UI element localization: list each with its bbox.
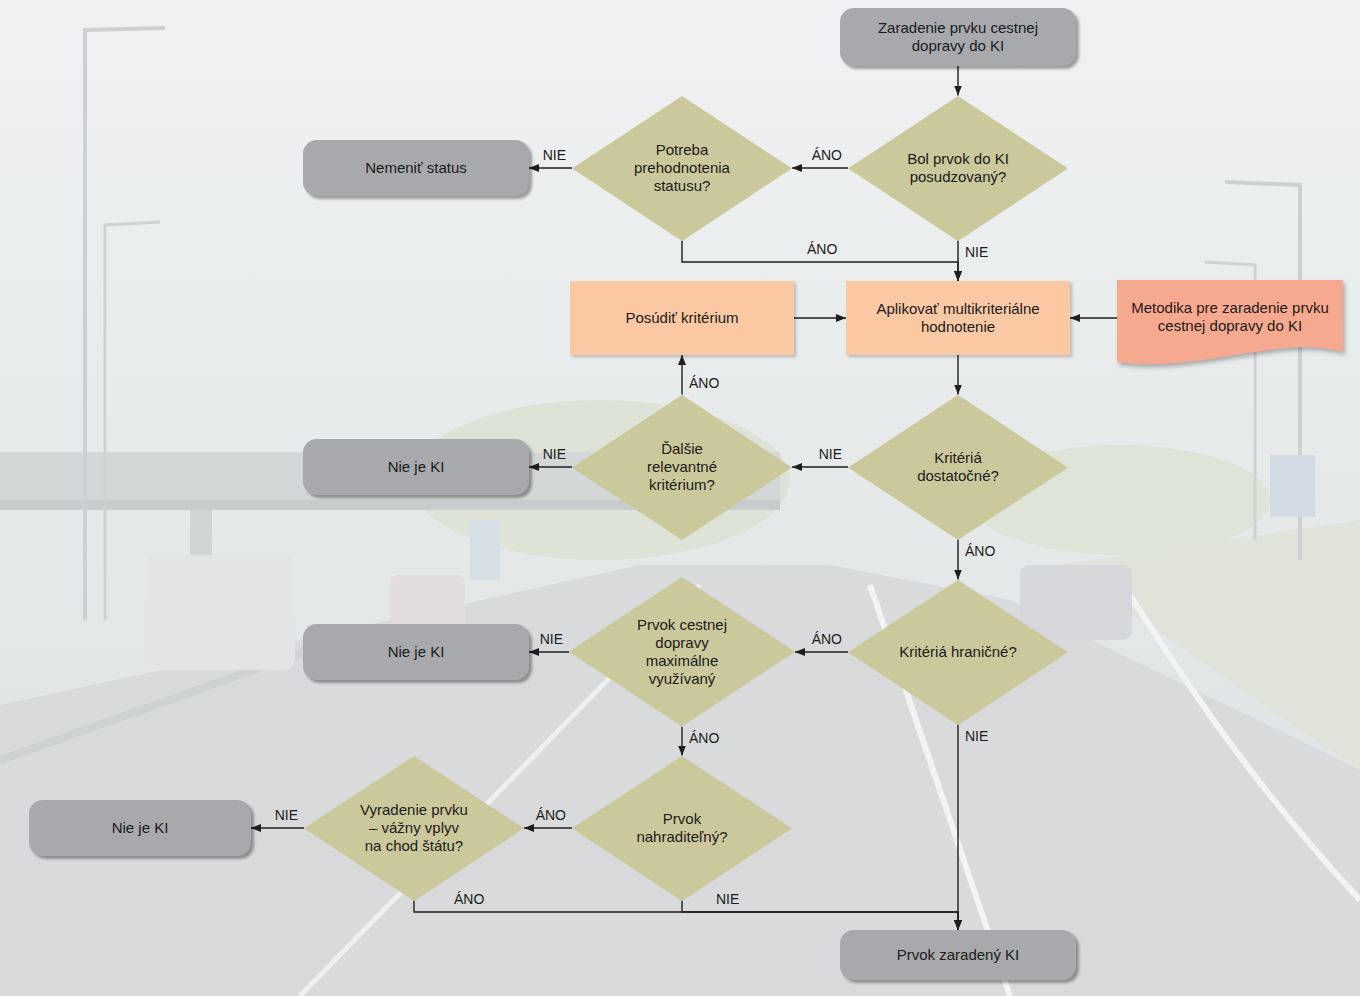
end-terminal: Nie je KI	[303, 439, 529, 495]
node-text: Nemeniť status	[365, 159, 467, 177]
edge-label: NIE	[965, 244, 988, 261]
flow-arrow	[794, 317, 846, 318]
edge-label: ÁNO	[807, 241, 837, 258]
node-text: Kritériá dostatočné?	[898, 449, 1018, 485]
lamp-post	[85, 28, 165, 620]
flow-arrow	[414, 901, 958, 931]
node-text: Potreba prehodnotenia statusu?	[622, 141, 742, 195]
end-terminal: Prvok zaradený KI	[840, 930, 1076, 980]
flow-arrow	[957, 725, 958, 931]
diamond-fill	[572, 395, 792, 540]
edge-label: ÁNO	[812, 631, 842, 648]
edge-label: ÁNO	[689, 375, 719, 392]
diamond-fill	[572, 96, 792, 241]
decision-diamond: Kritériá dostatočné?	[848, 395, 1068, 540]
diamond-fill	[569, 577, 795, 726]
edge-label: NIE	[965, 728, 988, 745]
node-text: Nie je KI	[388, 458, 445, 476]
flow-arrow	[681, 727, 682, 756]
decision-diamond: Prvok nahraditeľný?	[572, 756, 792, 901]
node-text: Vyradenie prvku – vážny vplyv na chod št…	[359, 801, 469, 855]
edge-label: NIE	[543, 446, 566, 463]
flow-arrow	[957, 540, 958, 580]
document-fill	[1117, 280, 1343, 364]
end-terminal: Nie je KI	[303, 624, 529, 680]
diamond-fill	[304, 756, 524, 901]
decision-diamond: Potreba prehodnotenia statusu?	[572, 96, 792, 241]
flow-arrow	[682, 241, 958, 282]
document-shape: Metodika pre zaradenie prvku cestnej dop…	[1117, 280, 1343, 370]
node-text: Posúdiť kritérium	[625, 309, 738, 327]
edge-label: NIE	[275, 807, 298, 824]
node-text: Nie je KI	[388, 643, 445, 661]
decision-diamond: Prvok cestnej dopravy maximálne využívan…	[569, 577, 795, 726]
flow-arrow	[957, 355, 958, 395]
node-text: Kritériá hraničné?	[899, 643, 1017, 661]
node-text: Prvok zaradený KI	[897, 946, 1020, 964]
flow-arrow	[957, 66, 958, 96]
decision-diamond: Kritériá hraničné?	[848, 580, 1068, 725]
decision-diamond: Ďalšie relevantné kritérium?	[572, 395, 792, 540]
flow-arrow	[524, 827, 572, 828]
grass-slope	[1060, 520, 1360, 770]
edge-label: ÁNO	[536, 807, 566, 824]
flow-arrow	[529, 651, 569, 652]
flow-arrow	[792, 466, 848, 467]
edge-label: NIE	[543, 147, 566, 164]
road-sign	[1270, 455, 1315, 517]
edge-label: NIE	[540, 631, 563, 648]
node-text: Zaradenie prvku cestnej dopravy do KI	[863, 19, 1053, 55]
diamond-fill	[848, 96, 1068, 241]
flow-arrow	[795, 651, 848, 652]
decision-diamond: Vyradenie prvku – vážny vplyv na chod št…	[304, 756, 524, 901]
edge-label: ÁNO	[454, 891, 484, 908]
node-text: Prvok nahraditeľný?	[622, 810, 742, 846]
decision-diamond: Bol prvok do KI posudzovaný?	[848, 96, 1068, 241]
lane-line	[1120, 580, 1360, 900]
end-terminal: Nie je KI	[29, 800, 251, 856]
node-text: Aplikovať multikriteriálne hodnotenie	[858, 300, 1058, 336]
flow-arrow	[681, 355, 682, 395]
node-text: Prvok cestnej dopravy maximálne využívan…	[627, 616, 737, 688]
start-terminal: Zaradenie prvku cestnej dopravy do KI	[840, 8, 1076, 66]
diamond-fill	[848, 395, 1068, 540]
flow-arrow	[792, 167, 848, 168]
flow-arrow	[1070, 317, 1117, 318]
edge-label: NIE	[716, 891, 739, 908]
process-box: Posúdiť kritérium	[570, 281, 794, 355]
edge-label: ÁNO	[812, 147, 842, 164]
flow-arrow	[529, 167, 572, 168]
edge-label: ÁNO	[689, 730, 719, 747]
diamond-fill	[572, 756, 792, 901]
node-text: Metodika pre zaradenie prvku cestnej dop…	[1130, 299, 1330, 335]
node-text: Nie je KI	[112, 819, 169, 837]
process-box: Aplikovať multikriteriálne hodnotenie	[846, 281, 1070, 355]
node-text: Bol prvok do KI posudzovaný?	[893, 150, 1023, 186]
edge-label: ÁNO	[965, 543, 995, 560]
diamond-fill	[848, 580, 1068, 725]
road-sign	[470, 520, 500, 580]
end-terminal: Nemeniť status	[303, 140, 529, 196]
edge-label: NIE	[819, 446, 842, 463]
car	[1020, 565, 1132, 640]
car	[145, 555, 295, 670]
node-text: Ďalšie relevantné kritérium?	[627, 440, 737, 494]
flow-arrow	[251, 827, 304, 828]
flow-arrow	[529, 466, 572, 467]
